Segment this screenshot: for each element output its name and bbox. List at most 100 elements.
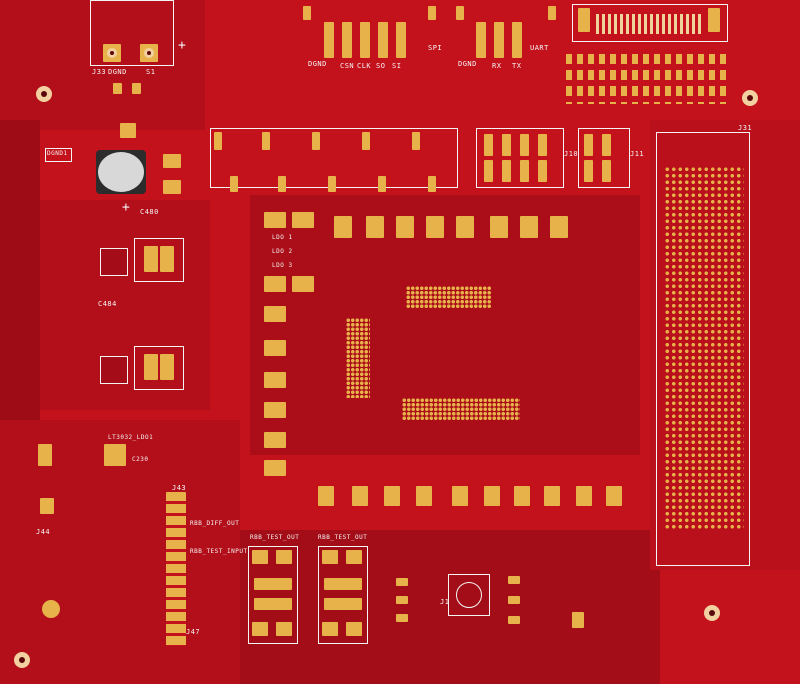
- jumper-pad-3a: [312, 132, 320, 150]
- small-pad-left-1: [40, 498, 54, 514]
- j33-hole-1: [107, 48, 117, 58]
- sma-2-pad-br: [346, 622, 362, 636]
- cap-row-pad-8: [550, 216, 568, 238]
- j10-pin-2: [502, 134, 511, 156]
- round-pad-left: [42, 600, 60, 618]
- uart-header-pad-1: [456, 6, 464, 20]
- sma-2-pad-tl: [322, 550, 338, 564]
- label-test-input: RBB_TEST_INPUT: [190, 548, 248, 555]
- sma-1-pad-bl: [252, 622, 268, 636]
- cap-row-pad-3: [396, 216, 414, 238]
- bga-connector-outline: [656, 132, 750, 566]
- ffc-pad-array: [566, 54, 726, 104]
- j10-pin-7: [520, 160, 529, 182]
- sma-2-center-bottom: [324, 598, 362, 610]
- ldo-pad-6: [264, 340, 286, 356]
- bottom-cap-pad-9: [576, 486, 592, 506]
- sma-2-pad-tr: [346, 550, 362, 564]
- bottom-cap-pad-1: [318, 486, 334, 506]
- bottom-cap-pad-5: [452, 486, 468, 506]
- cap-row-pad-7: [520, 216, 538, 238]
- inductor-2-pad-2: [160, 354, 174, 380]
- jumper-pad-1a: [214, 132, 222, 150]
- diode-pad-1: [113, 83, 122, 94]
- spi-header-pad-1: [303, 6, 311, 20]
- cap-pad-1: [163, 154, 181, 168]
- cap-row-pad-1: [334, 216, 352, 238]
- label-dgnd-conn: DGND: [308, 60, 327, 68]
- label-dgnd-conn2: DGND: [458, 60, 477, 68]
- jumper-pad-1b: [230, 176, 238, 192]
- ldo-pad-7: [264, 372, 286, 388]
- ic-pad-array-left: [346, 318, 370, 398]
- board-region-bottom: [240, 530, 660, 684]
- tactile-switch-button: [456, 582, 482, 608]
- bottom-cap-pad-3: [384, 486, 400, 506]
- label-test-out2: RBB_TEST_OUT: [318, 534, 368, 541]
- regulator-ic-1: [100, 248, 128, 276]
- label-uart: UART: [530, 44, 549, 52]
- bottom-cap-pad-6: [484, 486, 500, 506]
- j11-pin-2: [602, 134, 611, 156]
- switch-pad-3: [396, 614, 408, 622]
- label-tx: TX: [512, 62, 522, 70]
- capacitor-top: [98, 152, 144, 192]
- j11-pin-3: [584, 160, 593, 182]
- sma-2-center-top: [324, 578, 362, 590]
- ic-pad-array-top: [406, 286, 492, 308]
- sma-1-pad-tr: [276, 550, 292, 564]
- jumper-pad-4a: [362, 132, 370, 150]
- dgnd-test-point: [45, 148, 72, 162]
- j10-pin-4: [538, 134, 547, 156]
- lt3032-pad: [104, 444, 126, 466]
- label-c230: C230: [132, 456, 149, 463]
- spi-header-pin-5: [396, 22, 406, 58]
- label-c484: C484: [98, 300, 117, 308]
- label-c480: C480: [140, 208, 159, 216]
- ffc-pad-right: [708, 8, 720, 32]
- switch-pad-6: [508, 616, 520, 624]
- label-lt3032: LT3032_LDO1: [108, 434, 154, 441]
- spi-header-pin-1: [324, 22, 334, 58]
- cap-row-pad-5: [456, 216, 474, 238]
- label-j33: J33: [92, 68, 107, 76]
- diode-pad-2: [132, 83, 141, 94]
- label-j44: J44: [36, 528, 51, 536]
- ldo-pad-1: [264, 212, 286, 228]
- j11-pin-1: [584, 134, 593, 156]
- switch-pad-2: [396, 596, 408, 604]
- ffc-pad-left: [578, 8, 590, 32]
- bottom-cap-pad-10: [606, 486, 622, 506]
- ffc-outline: [572, 4, 728, 42]
- sma-connector-2: [318, 546, 368, 644]
- switch-pad-1: [396, 578, 408, 586]
- uart-header-pin-1: [476, 22, 486, 58]
- uart-header-pin-3: [512, 22, 522, 58]
- cap-row-pad-4: [426, 216, 444, 238]
- diode-pad-3: [120, 123, 136, 138]
- label-si: SI: [392, 62, 402, 70]
- jumper-pad-4b: [378, 176, 386, 192]
- label-s1: S1: [146, 68, 156, 76]
- label-plus-top: +: [178, 38, 187, 53]
- label-spi: SPI: [428, 44, 443, 52]
- label-j10: J10: [564, 150, 579, 158]
- ldo-pad-4: [292, 276, 314, 292]
- label-ldo3: LDO 3: [272, 262, 293, 269]
- mounting-hole-bottom-right: [704, 605, 720, 621]
- j10-outline: [476, 128, 564, 188]
- uart-header-pin-2: [494, 22, 504, 58]
- j33-outline: [90, 0, 174, 66]
- label-dgnd-top: DGND: [108, 68, 127, 76]
- label-j11: J11: [630, 150, 645, 158]
- ldo-pad-2: [292, 212, 314, 228]
- j10-pin-5: [484, 160, 493, 182]
- sma-1-center-top: [254, 578, 292, 590]
- uart-header-pad-2: [548, 6, 556, 20]
- spi-header-pin-4: [378, 22, 388, 58]
- label-plus-cap: +: [122, 200, 131, 215]
- switch-pad-5: [508, 596, 520, 604]
- spi-header-pin-2: [342, 22, 352, 58]
- small-cap-bottom-right: [572, 612, 584, 628]
- jumper-pad-5b: [428, 176, 436, 192]
